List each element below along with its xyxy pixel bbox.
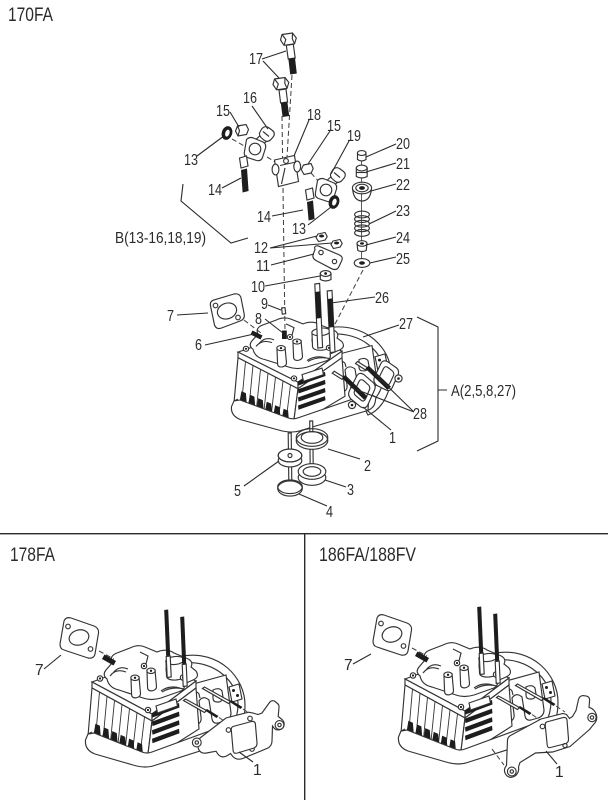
svg-text:9: 9 [261, 296, 268, 313]
svg-text:14: 14 [208, 182, 222, 199]
svg-text:7: 7 [344, 657, 353, 674]
svg-text:17: 17 [249, 51, 263, 68]
svg-text:A(2,5,8,27): A(2,5,8,27) [451, 383, 516, 400]
svg-text:6: 6 [195, 337, 202, 354]
svg-text:B(13-16,18,19): B(13-16,18,19) [115, 230, 206, 247]
svg-text:21: 21 [396, 156, 410, 173]
svg-text:15: 15 [327, 118, 341, 135]
svg-text:24: 24 [396, 230, 410, 247]
svg-text:13: 13 [184, 152, 198, 169]
svg-text:25: 25 [396, 251, 410, 268]
svg-text:20: 20 [396, 136, 410, 153]
svg-text:186FA/188FV: 186FA/188FV [319, 544, 416, 566]
svg-text:18: 18 [307, 107, 321, 124]
svg-text:1: 1 [253, 762, 262, 779]
svg-text:23: 23 [396, 203, 410, 220]
svg-text:13: 13 [292, 221, 306, 238]
svg-text:19: 19 [347, 128, 361, 145]
svg-text:1: 1 [389, 430, 396, 447]
svg-text:170FA: 170FA [8, 4, 53, 26]
svg-text:3: 3 [347, 482, 354, 499]
svg-text:5: 5 [234, 483, 241, 500]
svg-text:4: 4 [326, 504, 333, 521]
svg-text:11: 11 [256, 258, 270, 275]
svg-text:2: 2 [364, 458, 371, 475]
svg-text:15: 15 [216, 103, 230, 120]
svg-text:22: 22 [396, 177, 410, 194]
svg-text:10: 10 [251, 279, 265, 296]
svg-text:12: 12 [254, 240, 268, 257]
svg-text:7: 7 [35, 662, 44, 679]
svg-text:26: 26 [375, 290, 389, 307]
svg-text:16: 16 [243, 90, 257, 107]
svg-text:7: 7 [167, 308, 174, 325]
svg-text:178FA: 178FA [10, 544, 55, 566]
svg-text:27: 27 [399, 316, 413, 333]
svg-text:1: 1 [555, 764, 564, 781]
svg-text:28: 28 [413, 406, 427, 423]
svg-text:8: 8 [255, 311, 262, 328]
svg-text:14: 14 [257, 209, 271, 226]
